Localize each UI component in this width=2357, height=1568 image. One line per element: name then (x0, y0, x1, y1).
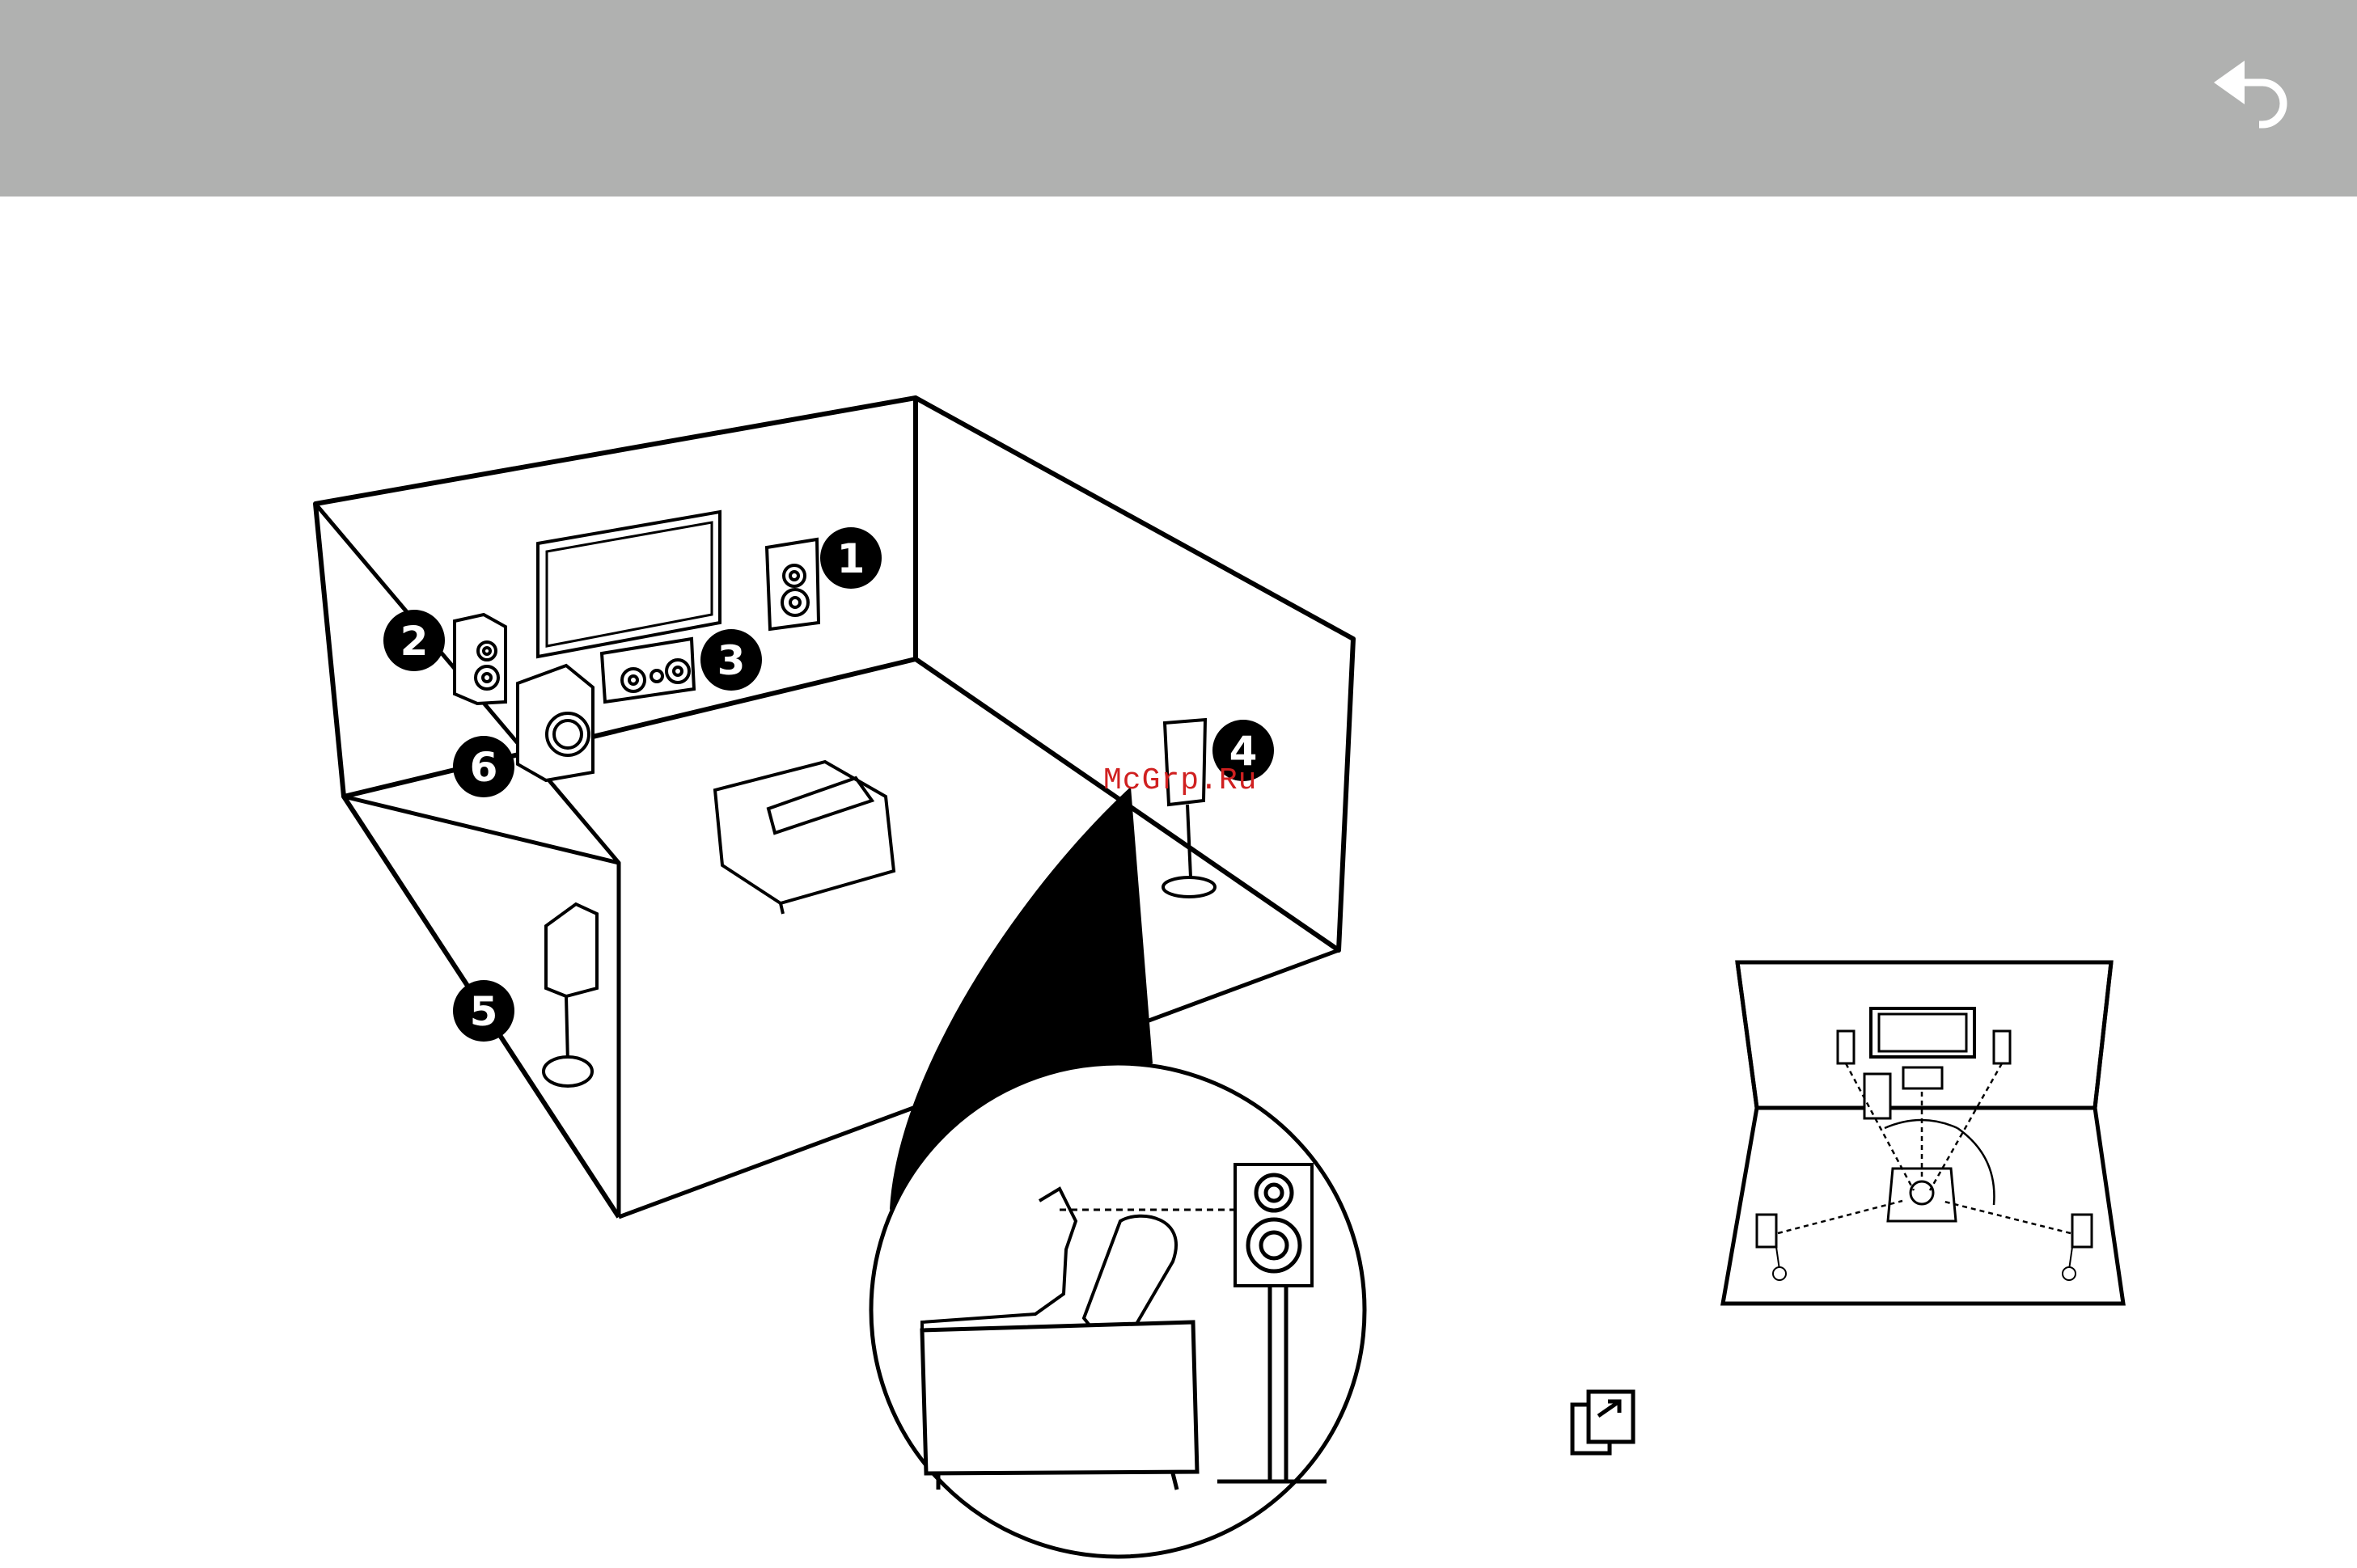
svg-text:6: 6 (470, 744, 498, 791)
badge-3: 3 (700, 629, 762, 691)
page-link-icon[interactable] (1569, 1387, 1642, 1464)
badge-6: 6 (453, 736, 514, 797)
badge-2: 2 (383, 610, 445, 671)
svg-text:4: 4 (1229, 728, 1258, 775)
svg-text:5: 5 (470, 988, 498, 1035)
svg-text:2: 2 (400, 618, 429, 665)
svg-text:3: 3 (717, 637, 746, 684)
surround-right-speaker (1163, 720, 1215, 897)
badge-4: 4 (1212, 720, 1274, 781)
sofa (715, 762, 894, 914)
speaker-angle-diagram (1723, 962, 2123, 1304)
badge-1: 1 (820, 527, 882, 589)
front-left-speaker (455, 615, 506, 704)
front-right-speaker (767, 539, 819, 629)
listening-height-detail (871, 1063, 1365, 1557)
subwoofer (518, 666, 593, 780)
surround-left-speaker (544, 904, 597, 1086)
svg-text:1: 1 (837, 535, 865, 582)
badge-5: 5 (453, 980, 514, 1042)
